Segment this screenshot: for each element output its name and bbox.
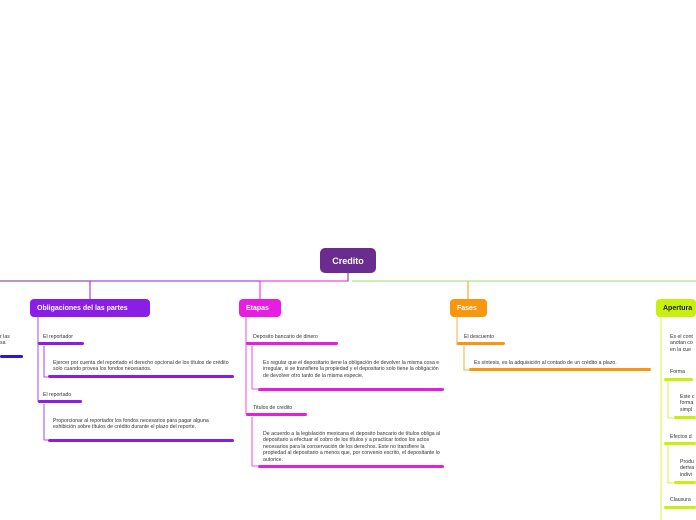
branch-apertura[interactable]: Apertura [656, 299, 696, 317]
wire-reportado [43, 404, 48, 441]
note-forma-line-3: simpl [680, 406, 693, 413]
note-descuento[interactable]: Es síntesis, es la adquisición al contad… [474, 360, 617, 366]
wire-titulos [251, 417, 258, 467]
topic-clausura-underline [664, 506, 696, 509]
topic-descuento[interactable]: El descuento [464, 334, 494, 340]
topic-deposito-underline [246, 342, 338, 345]
note-forma-line-1: Este c [680, 394, 695, 400]
topic-titulos-underline [246, 413, 307, 416]
topic-forma[interactable]: Forma [670, 369, 685, 375]
note-efectos-line-3: indivi [680, 471, 692, 478]
topic-descuento-underline [457, 342, 505, 345]
note-forma-line-2: forma [680, 400, 694, 407]
topic-reportador[interactable]: El reportador [43, 334, 73, 340]
topic-clausura[interactable]: Clausura [670, 497, 691, 503]
note-apertura-intro[interactable]: Es el cont anotan co en la cue [670, 334, 696, 353]
trunk-etapas [259, 280, 348, 299]
note-forma-underline [674, 416, 696, 419]
note-reportado-underline [48, 439, 234, 442]
root-node[interactable]: Credito [320, 248, 376, 273]
note-efectos-underline [674, 481, 696, 484]
note-deposito-underline [258, 388, 444, 391]
topic-reportado[interactable]: El reportado [43, 392, 72, 398]
branch-fases[interactable]: Fases [450, 299, 487, 317]
trunk-left [0, 273, 349, 282]
wire-deposito [251, 346, 258, 390]
topic-reportador-underline [38, 342, 84, 345]
topic-efectos-underline [664, 442, 696, 445]
branch-etapas[interactable]: Etapas [239, 299, 281, 317]
branch-obligaciones[interactable]: Obligaciones del las partes [30, 299, 150, 317]
note-reportador[interactable]: Ejercer por cuenta del reportado el dere… [53, 360, 229, 373]
note-apertura-line-2: anotan co [670, 340, 693, 347]
note-titulos-underline [258, 465, 444, 468]
topic-efectos[interactable]: Efectos d [670, 434, 692, 440]
note-forma[interactable]: Este c forma simpl [680, 394, 696, 413]
note-titulos-credito[interactable]: De acuerdo a la legislación mexicana el … [263, 431, 441, 463]
note-efectos-line-2: deriva [680, 465, 695, 472]
note-apertura-line-1: Es el cont [670, 334, 693, 340]
topic-forma-underline [664, 378, 693, 381]
left-fragment-note: r las sa [0, 334, 20, 347]
note-reportador-underline [48, 375, 234, 378]
wire-reportador [43, 346, 48, 378]
topic-reportado-underline [38, 400, 82, 403]
left-fragment-line-2: sa [0, 340, 6, 347]
left-fragment-line-1: r las [0, 334, 10, 340]
left-fragment-underline [0, 355, 23, 358]
note-reportado[interactable]: Proporcionar al reportador los fondos ne… [53, 418, 209, 431]
topic-deposito-bancario[interactable]: Deposito bancario de dinero [253, 334, 318, 340]
note-apertura-line-3: en la cue [670, 346, 692, 353]
topic-titulos-credito[interactable]: Titulos de credito [253, 405, 293, 411]
trunk-fases [352, 280, 469, 299]
wire-efectos [667, 444, 674, 484]
wire-descuento [463, 346, 469, 371]
trunk-obligaciones [89, 280, 344, 299]
note-descuento-underline [469, 368, 651, 371]
note-deposito-bancario[interactable]: Es regular que el depositario tiene la o… [263, 360, 440, 379]
wire-forma [667, 381, 674, 419]
note-efectos[interactable]: Produ deriva indivi [680, 459, 696, 478]
note-efectos-line-1: Produ [680, 459, 694, 465]
